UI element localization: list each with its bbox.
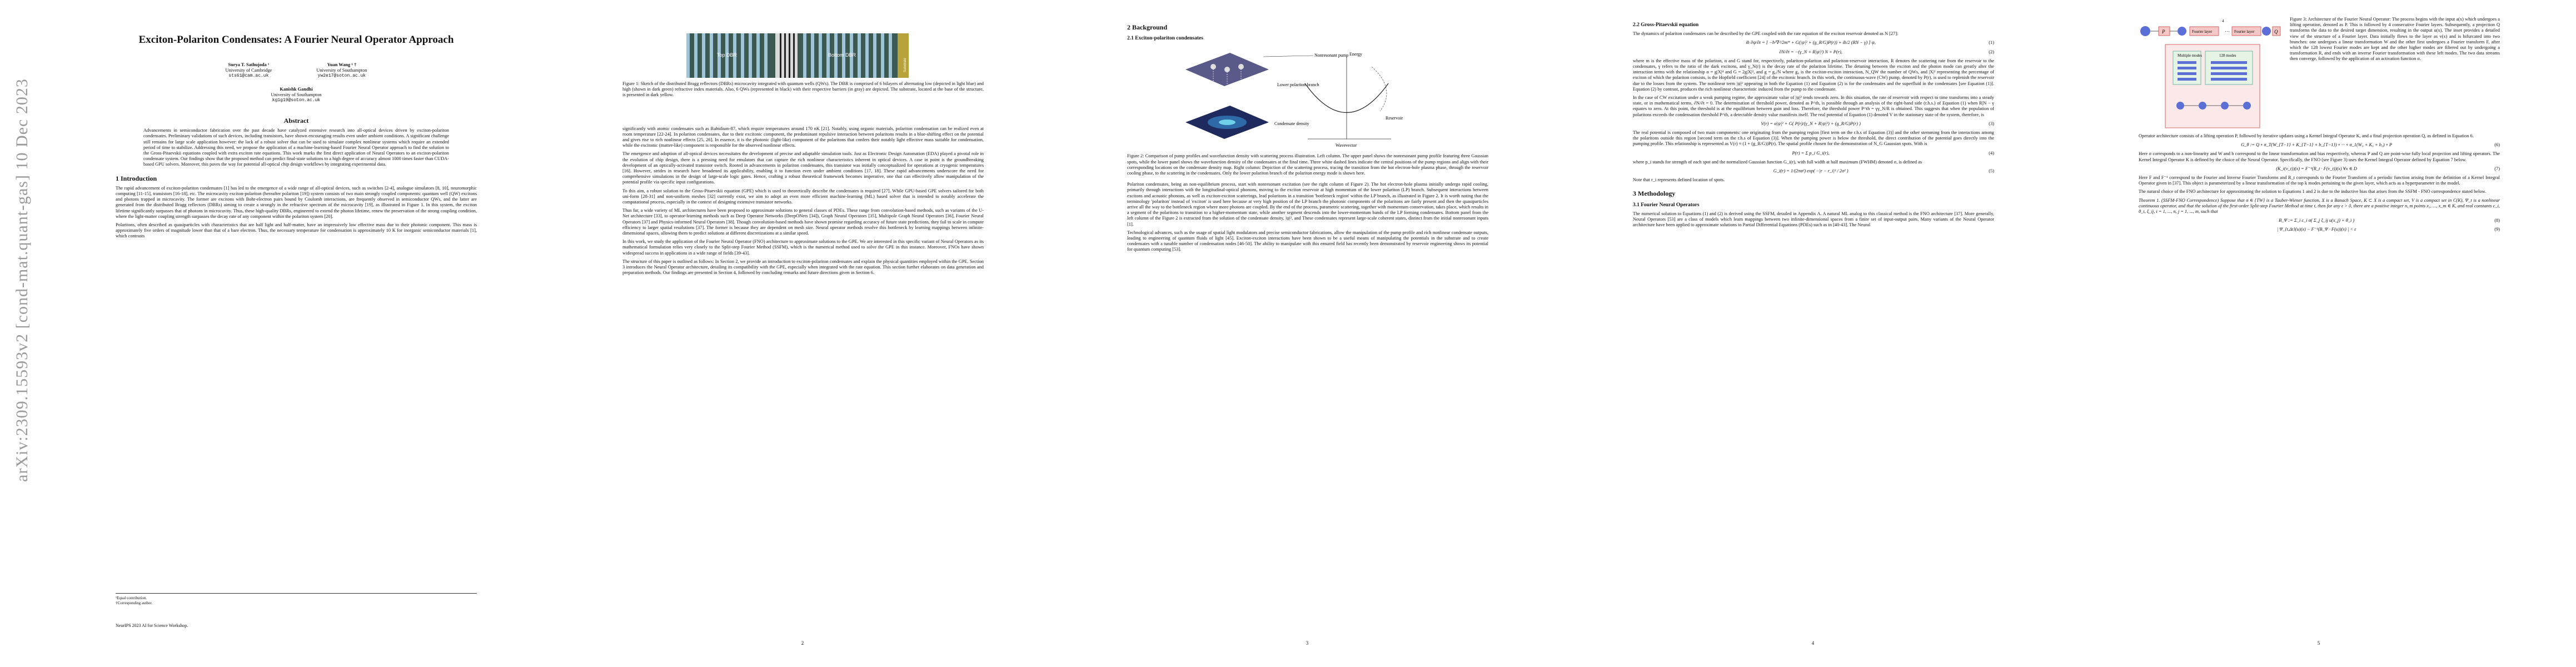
paper-title: Exciton-Polariton Condensates: A Fourier…: [138, 34, 454, 46]
equation-7: (K_t(v_t))(x) = F⁻¹(R_t · F(v_t))(x) ∀x …: [2276, 166, 2500, 171]
paragraph: where p_i stands for strength of each sp…: [1633, 159, 1922, 165]
section-heading-introduction: 1 Introduction: [116, 174, 157, 182]
author-2: Yuan Wang ¹ † University of Southampton …: [316, 62, 367, 78]
equation-6: G_θ := Q ∘ σ_T(W_{T−1} + K_{T−1} + b_{T−…: [2241, 142, 2500, 148]
label-nonresonant-pump: Nonresonant pump: [1314, 53, 1348, 58]
arxiv-sidebar: arXiv:2309.15593v2 [cond-mat.quant-gas] …: [0, 0, 44, 667]
label-layer-count: 4: [2222, 19, 2224, 23]
page-5: P Fourier layer ··· Fourier layer Q 4 Mu…: [2072, 0, 2565, 667]
paragraph: The real potential is composed of two ma…: [1633, 130, 1994, 147]
dbr-bilayers-bottom: [803, 33, 892, 78]
figure-2-caption: Figure 2: Comparison of pump profiles an…: [1127, 153, 1488, 176]
page-2: Top DBR Bottom DBR Substrate Figure 1: S…: [556, 0, 1049, 667]
section-heading-methodology: 3 Methodology: [1633, 190, 1676, 198]
figure-3-caption: Figure 3: Architecture of the Fourier Ne…: [2290, 17, 2500, 62]
label-top-dbr: Top DBR: [717, 52, 738, 58]
equation-2: ∂N/∂t = −(γ_N + R|ψ|²) N + P(r),(2): [1779, 49, 1994, 54]
label-128-modes: 128 modes: [2219, 53, 2236, 58]
label-bottom-dbr: Bottom DBR: [828, 52, 856, 58]
figure-2-pump-and-dispersion: Nonresonant pump Energy Lower polariton …: [1185, 52, 1403, 148]
page-4: 2.2 Gross-Pitaevskii equation The dynami…: [1566, 0, 2060, 667]
paragraph: Operator architecture consists of a lift…: [2139, 133, 2474, 138]
dbr-bilayers-top: [686, 33, 768, 78]
paragraph: Thus far, a wide variety of ML architect…: [622, 208, 984, 236]
paragraph: Here F and F⁻¹ correspond to the Fourier…: [2139, 175, 2500, 186]
arxiv-identifier: arXiv:2309.15593v2 [cond-mat.quant-gas] …: [13, 78, 31, 482]
paragraph: The natural choice of the FNO architectu…: [2139, 189, 2487, 195]
page-number: 4: [1811, 640, 1815, 646]
lower-polariton-branch-curve: [1304, 83, 1389, 113]
abstract-text: Advancements in semiconductor fabricatio…: [143, 128, 449, 167]
author-1: Surya T. Sathujoda ¹ University of Cambr…: [225, 62, 272, 78]
label-lower-polariton-branch: Lower polariton branch: [1277, 82, 1319, 87]
theorem-1: Theorem 1. (SSFM-FNO Correspondence) Sup…: [2139, 197, 2500, 215]
subsection-heading: 2.1 Exciton-polariton condensates: [1127, 36, 1203, 42]
paragraph: The structure of this paper is outlined …: [622, 258, 984, 276]
label-reservoir: Reservoir: [1386, 116, 1403, 121]
substrate: [898, 33, 909, 78]
label-substrate: Substrate: [904, 58, 907, 72]
equation-5: G_i(r) = 1/(2πσ²) exp( −|r − r_i|² / 2σ²…: [1773, 168, 1994, 174]
svg-text:Fourier layer: Fourier layer: [2234, 29, 2255, 34]
paragraph: The rapid advancement of exciton-polarit…: [116, 185, 477, 219]
paragraph: The dynamics of polariton condensates ca…: [1633, 31, 1899, 37]
label-energy: Energy: [1349, 52, 1362, 57]
page-1: Exciton-Polariton Condensates: A Fourier…: [49, 0, 542, 667]
subsection-heading: 2.2 Gross-Pitaevskii equation: [1633, 22, 1699, 28]
paragraph: The numerical solution to Equations (1) …: [1633, 211, 1994, 228]
input-node: [2140, 26, 2150, 36]
paragraph: Note that r_i represents defined locatio…: [1633, 177, 1725, 183]
paragraph: Polaritons, often described as quasipart…: [116, 222, 477, 239]
paragraph: The emergence and adoption of all-optica…: [622, 151, 984, 185]
equation-8: B_Ψ := Σ_i c_i σ( Σ_j ξ_ij u(x_j) + θ_i …: [2279, 218, 2500, 223]
label-condensate-density: Condensate density: [1274, 121, 1309, 126]
label-lift: P: [2161, 29, 2165, 34]
fourier-layer-block: [2189, 26, 2219, 36]
page-number: 2: [801, 640, 804, 646]
venue-note: NeurIPS 2023 AI for Science Workshop.: [116, 623, 188, 628]
svg-text:···: ···: [2225, 28, 2230, 34]
author-3: Kanishk Gandhi University of Southampton…: [271, 87, 322, 103]
footnotes: ¹Equal contribution. †Corresponding auth…: [116, 593, 477, 606]
equation-3: V(r) = α|ψ|² + G( P(r)/(γ_N + R|ψ|²) + (…: [1761, 121, 1994, 126]
equation-1: iħ ∂ψ/∂t = [ −ħ²∇²/2m* + G(|ψ|² + (g_R/G…: [1746, 40, 1994, 46]
figure-3-fno-architecture: P Fourier layer ··· Fourier layer Q 4 Mu…: [2140, 19, 2281, 128]
svg-text:Fourier layer: Fourier layer: [2192, 29, 2213, 34]
subsection-heading: 3.1 Fourier Neural Operators: [1633, 202, 1700, 208]
paragraph: In this work, we study the application o…: [622, 239, 984, 256]
fourier-layer-block: [2231, 26, 2261, 36]
paragraph: Polariton condensates, being an non-equi…: [1127, 182, 1488, 227]
figure-1-dbr-sketch: Top DBR Bottom DBR Substrate: [686, 33, 909, 78]
paragraph: where m is the effective mass of the pol…: [1633, 58, 1994, 92]
page-3: 2 Background 2.1 Exciton-polariton conde…: [1060, 0, 1554, 667]
paragraph: Here σ corresponds to a non-linearity an…: [2139, 151, 2500, 162]
page-number: 5: [2317, 640, 2320, 646]
section-heading-background: 2 Background: [1127, 23, 1168, 31]
paragraph: In the case of CW excitation under a wea…: [1633, 95, 1994, 117]
label-multiple-modes: Multiple modes: [2178, 53, 2202, 58]
equation-4: P(r) = Σ p_i G_i(r),(4): [1792, 150, 1994, 156]
figure-1-caption: Figure 1: Sketch of the distributed Brag…: [622, 81, 984, 98]
projection-operator-block: [2272, 26, 2281, 36]
paragraph: significantly with atomic condensates su…: [622, 126, 984, 148]
label-proj: Q: [2274, 29, 2278, 34]
paragraph: To this aim, a robust solution to the Gr…: [622, 188, 984, 205]
paragraph: Technological advances, such as the usag…: [1127, 230, 1488, 252]
equation-9: | Ψ_{t,Δt}(u)(x) − F⁻¹(B_Ψ · F(u))(x) | …: [2276, 227, 2500, 232]
author-block: Surya T. Sathujoda ¹ University of Cambr…: [116, 62, 477, 79]
label-wavevector: Wavevector: [1336, 143, 1357, 148]
page-number: 3: [1306, 640, 1309, 646]
abstract-heading: Abstract: [283, 117, 309, 125]
